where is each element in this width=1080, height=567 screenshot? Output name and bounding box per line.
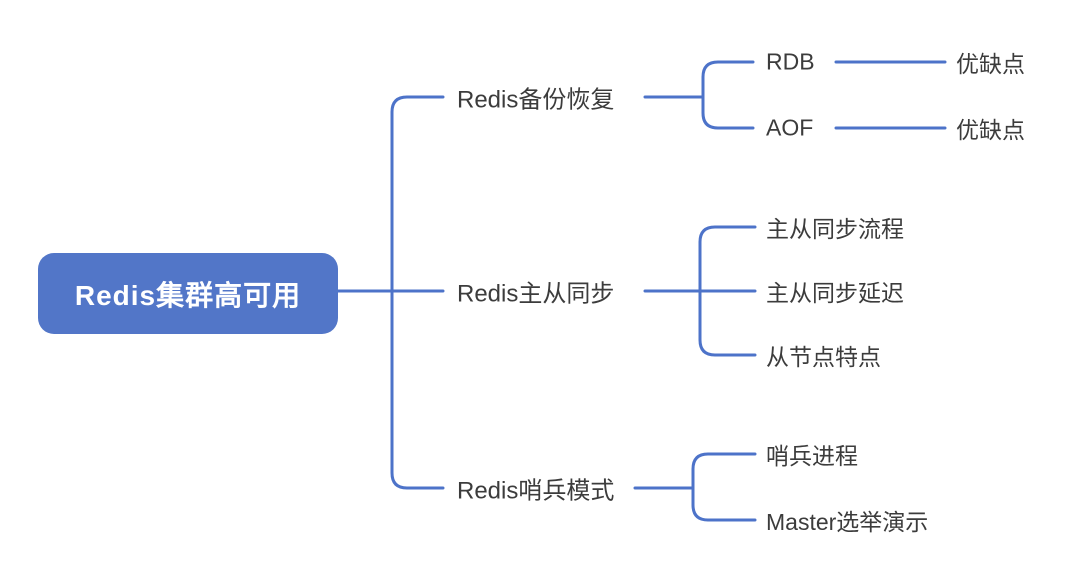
node-sentinel-process[interactable]: 哨兵进程	[766, 443, 858, 469]
root-node-redis-cluster[interactable]: Redis集群高可用	[38, 253, 338, 334]
connector-branch3-bracket	[691, 452, 757, 522]
node-slave-features[interactable]: 从节点特点	[766, 344, 881, 370]
node-sync-delay[interactable]: 主从同步延迟	[766, 280, 904, 306]
node-rdb[interactable]: RDB	[766, 48, 815, 75]
branch-sentinel-mode[interactable]: Redis哨兵模式	[457, 477, 615, 505]
branch-backup-restore[interactable]: Redis备份恢复	[457, 86, 615, 114]
node-master-election-demo[interactable]: Master选举演示	[766, 509, 929, 535]
node-rdb-pros-cons[interactable]: 优缺点	[956, 51, 1025, 77]
node-sync-process[interactable]: 主从同步流程	[766, 216, 904, 242]
connector-branch2-bracket	[698, 225, 757, 357]
node-aof[interactable]: AOF	[766, 114, 814, 141]
branch-master-slave-sync[interactable]: Redis主从同步	[457, 280, 615, 308]
connector-trunk	[390, 95, 445, 490]
node-aof-pros-cons[interactable]: 优缺点	[956, 117, 1025, 143]
connector-branch1-bracket	[701, 60, 755, 130]
